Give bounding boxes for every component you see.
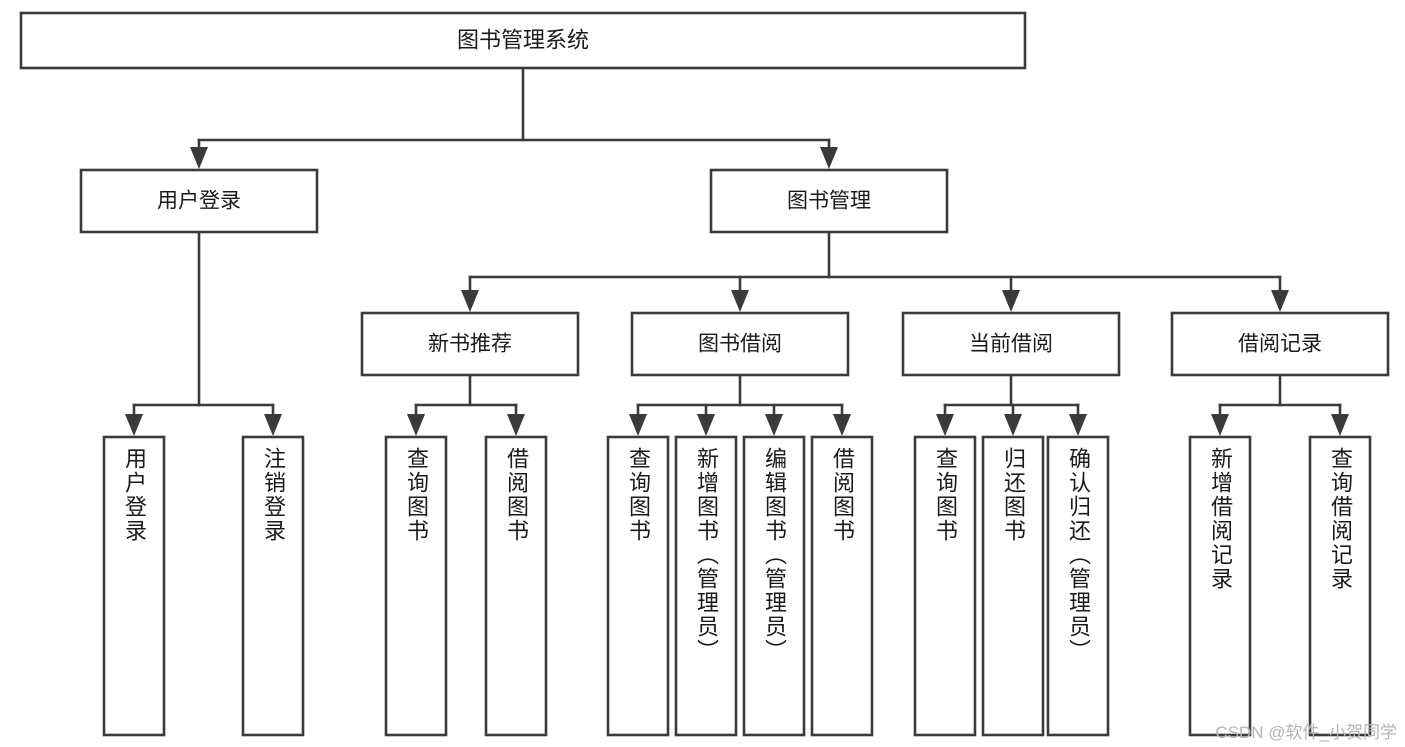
level2-node-box-3[interactable]	[1170, 311, 1390, 377]
arrow-down-icon	[820, 147, 838, 169]
level1-node-label-0: 用户登录	[157, 190, 241, 213]
leaf-node-box-6[interactable]	[742, 435, 806, 737]
leaf-node-box-4[interactable]	[606, 435, 670, 737]
arrow-down-icon	[731, 290, 749, 312]
arrow-down-icon	[629, 414, 647, 436]
level2-node-box-0[interactable]	[360, 311, 580, 377]
arrow-down-icon	[765, 414, 783, 436]
arrow-down-icon	[833, 414, 851, 436]
level2-node-box-2[interactable]	[901, 311, 1121, 377]
level2-node-box-1[interactable]	[630, 311, 850, 377]
level1-node-label-1: 图书管理	[787, 190, 871, 213]
leaf-node-box-3[interactable]	[484, 435, 548, 737]
leaf-node-box-11[interactable]	[1188, 435, 1252, 737]
leaf-node-box-8[interactable]	[913, 435, 977, 737]
arrow-down-icon	[264, 414, 282, 436]
leaf-node-box-9[interactable]	[981, 435, 1045, 737]
csdn-watermark: CSDN @软件_小贺同学	[1215, 723, 1397, 742]
level1-node-box-1[interactable]	[709, 168, 949, 234]
arrow-down-icon	[125, 414, 143, 436]
arrow-down-icon	[1271, 290, 1289, 312]
level2-node-label-3: 借阅记录	[1238, 333, 1322, 356]
arrow-down-icon	[697, 414, 715, 436]
leaf-node-box-7[interactable]	[810, 435, 874, 737]
level1-node-box-0[interactable]	[79, 168, 319, 234]
arrow-down-icon	[1331, 414, 1349, 436]
root-node-box[interactable]	[19, 11, 1027, 70]
arrow-down-icon	[1069, 414, 1087, 436]
boxes-layer	[19, 11, 1390, 737]
arrow-down-icon	[461, 290, 479, 312]
leaf-node-box-1[interactable]	[241, 435, 305, 737]
root-node-label: 图书管理系统	[457, 27, 589, 52]
leaf-node-box-0[interactable]	[102, 435, 166, 737]
leaf-node-box-5[interactable]	[674, 435, 738, 737]
leaf-node-box-12[interactable]	[1308, 435, 1372, 737]
connectors-layer	[125, 66, 1349, 436]
arrow-down-icon	[407, 414, 425, 436]
leaf-node-box-2[interactable]	[384, 435, 448, 737]
arrow-down-icon	[936, 414, 954, 436]
arrow-down-icon	[1002, 290, 1020, 312]
level2-node-label-1: 图书借阅	[698, 333, 782, 356]
arrow-down-icon	[190, 147, 208, 169]
leaf-node-box-10[interactable]	[1046, 435, 1110, 737]
level2-node-label-2: 当前借阅	[969, 333, 1053, 356]
arrow-down-icon	[507, 414, 525, 436]
arrow-down-icon	[1004, 414, 1022, 436]
arrow-down-icon	[1211, 414, 1229, 436]
level2-node-label-0: 新书推荐	[428, 333, 512, 356]
